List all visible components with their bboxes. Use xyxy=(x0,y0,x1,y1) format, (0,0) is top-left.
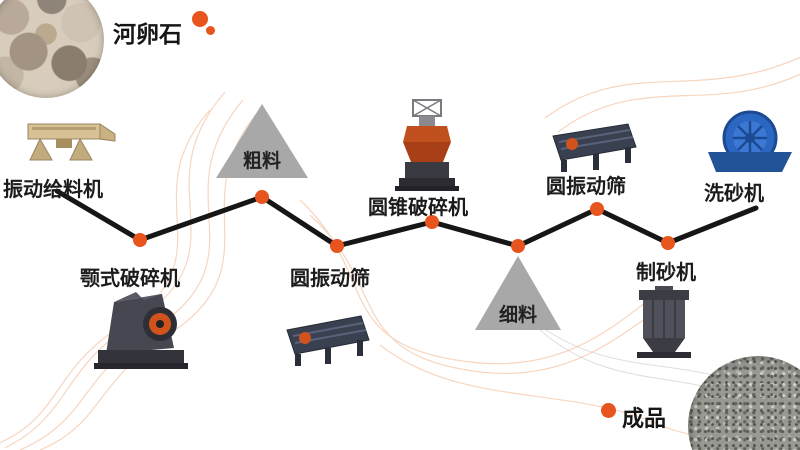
vibrating-feeder-label: 振动给料机 xyxy=(3,179,103,201)
flow-node-dot-coarse-material xyxy=(255,190,269,204)
source-accent-dot-large xyxy=(192,11,208,27)
circular-vibrating-screen-2-image xyxy=(548,118,643,174)
jaw-crusher-image xyxy=(92,290,190,372)
cone-crusher-label: 圆锥破碎机 xyxy=(368,197,468,219)
cone-crusher-image xyxy=(393,98,461,194)
flow-node-dot-screen-2 xyxy=(590,202,604,216)
flow-node-dot-fine-material xyxy=(511,239,525,253)
fine-material-triangle xyxy=(475,256,561,330)
flow-node-dot-screen-1 xyxy=(330,239,344,253)
source-accent-dot-small xyxy=(206,26,215,35)
flow-node-dot-jaw-crusher xyxy=(133,233,147,247)
coarse-material-label: 粗料 xyxy=(242,151,281,172)
circular-vibrating-screen-2-label: 圆振动筛 xyxy=(546,176,626,198)
circular-vibrating-screen-1-image xyxy=(283,310,375,368)
jaw-crusher-label: 颚式破碎机 xyxy=(80,268,180,290)
sand-washing-machine-label: 洗砂机 xyxy=(704,183,764,205)
river-pebble-photo xyxy=(0,0,104,98)
sand-making-machine-image xyxy=(627,286,702,362)
fine-material-label: 细料 xyxy=(498,305,537,326)
flow-node-dot-sand-maker xyxy=(661,236,675,250)
product-label: 成品 xyxy=(622,406,667,431)
source-material-label: 河卵石 xyxy=(113,21,182,47)
vibrating-feeder-image xyxy=(22,114,118,166)
fine-material-tag: 细料 xyxy=(475,256,561,330)
product-accent-dot xyxy=(601,403,616,418)
coarse-material-tag: 粗料 xyxy=(216,104,308,178)
coarse-material-triangle xyxy=(216,104,308,178)
circular-vibrating-screen-1-label: 圆振动筛 xyxy=(290,268,370,290)
sand-making-machine-label: 制砂机 xyxy=(636,262,696,284)
sand-washing-machine-image xyxy=(706,110,794,176)
